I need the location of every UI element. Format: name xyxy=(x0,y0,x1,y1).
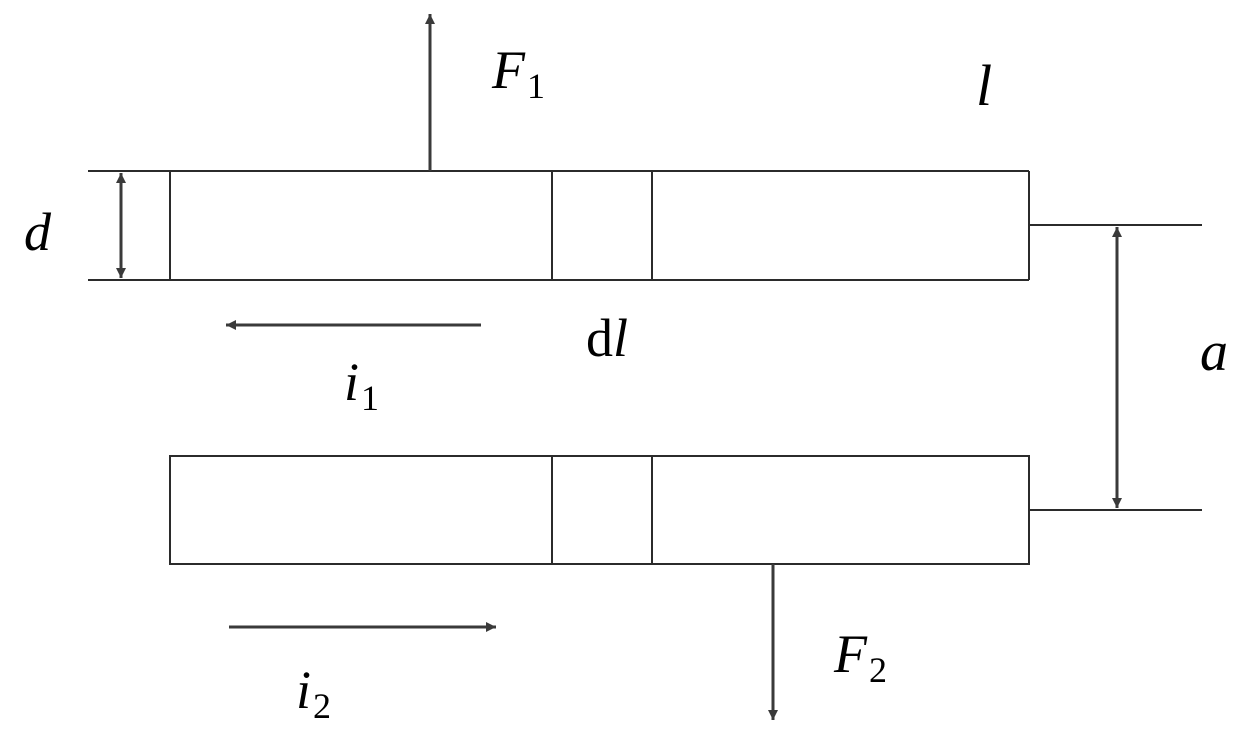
force-bottom-label: F2 xyxy=(833,624,887,690)
thickness-label: d xyxy=(24,202,52,262)
length-label: l xyxy=(976,53,992,118)
bottom-conductor-outline xyxy=(169,455,1030,565)
force-top-label: F1 xyxy=(491,40,545,106)
separation-label: a xyxy=(1200,321,1228,383)
current-top-label: i1 xyxy=(344,352,379,418)
top-conductor xyxy=(88,170,1030,281)
current-bottom-label: i2 xyxy=(296,660,331,726)
bottom-conductor xyxy=(169,455,1030,565)
element-length-label: dl xyxy=(586,308,628,368)
